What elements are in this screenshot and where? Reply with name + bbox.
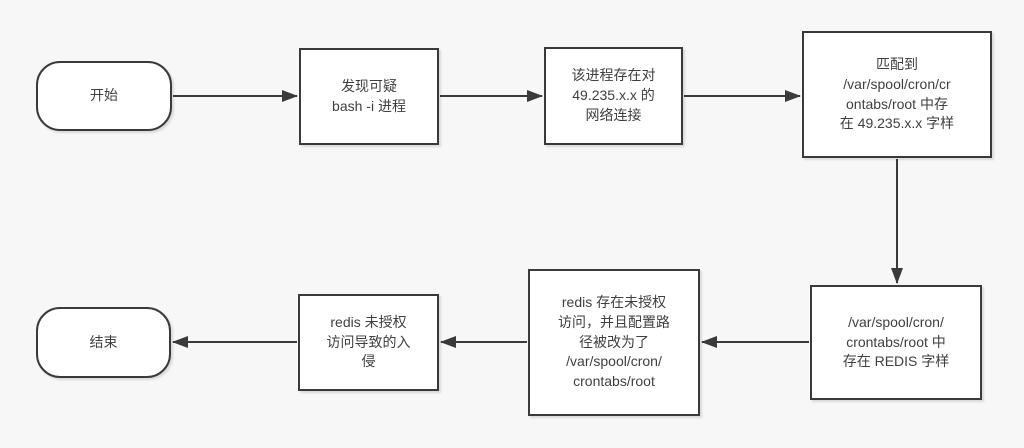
end-node: 结束 [36, 307, 171, 378]
step-redis-unauthorized-config-label: redis 存在未授权 访问，并且配置路 径被改为了 /var/spool/cr… [558, 293, 670, 390]
step-network-connection-label: 该进程存在对 49.235.x.x 的 网络连接 [571, 67, 656, 123]
start-node: 开始 [36, 61, 172, 131]
step-crontab-redis-string-label: /var/spool/cron/ crontabs/root 中 存在 REDI… [842, 313, 950, 370]
end-node-label: 结束 [89, 333, 118, 350]
step-redis-intrusion-conclusion: redis 未授权 访问导致的入 侵 [298, 294, 439, 391]
step-redis-intrusion-conclusion-label: redis 未授权 访问导致的入 侵 [326, 313, 411, 370]
step-crontab-redis-string: /var/spool/cron/ crontabs/root 中 存在 REDI… [810, 285, 982, 400]
step-suspicious-bash-process: 发现可疑 bash -i 进程 [299, 48, 439, 145]
step-network-connection: 该进程存在对 49.235.x.x 的 网络连接 [544, 47, 683, 145]
start-node-label: 开始 [90, 87, 118, 104]
step-crontab-ip-match: 匹配到 /var/spool/cron/cr ontabs/root 中存 在 … [802, 31, 992, 158]
step-suspicious-bash-process-label: 发现可疑 bash -i 进程 [332, 77, 406, 114]
step-redis-unauthorized-config: redis 存在未授权 访问，并且配置路 径被改为了 /var/spool/cr… [528, 269, 700, 416]
step-crontab-ip-match-label: 匹配到 /var/spool/cron/cr ontabs/root 中存 在 … [839, 55, 955, 132]
